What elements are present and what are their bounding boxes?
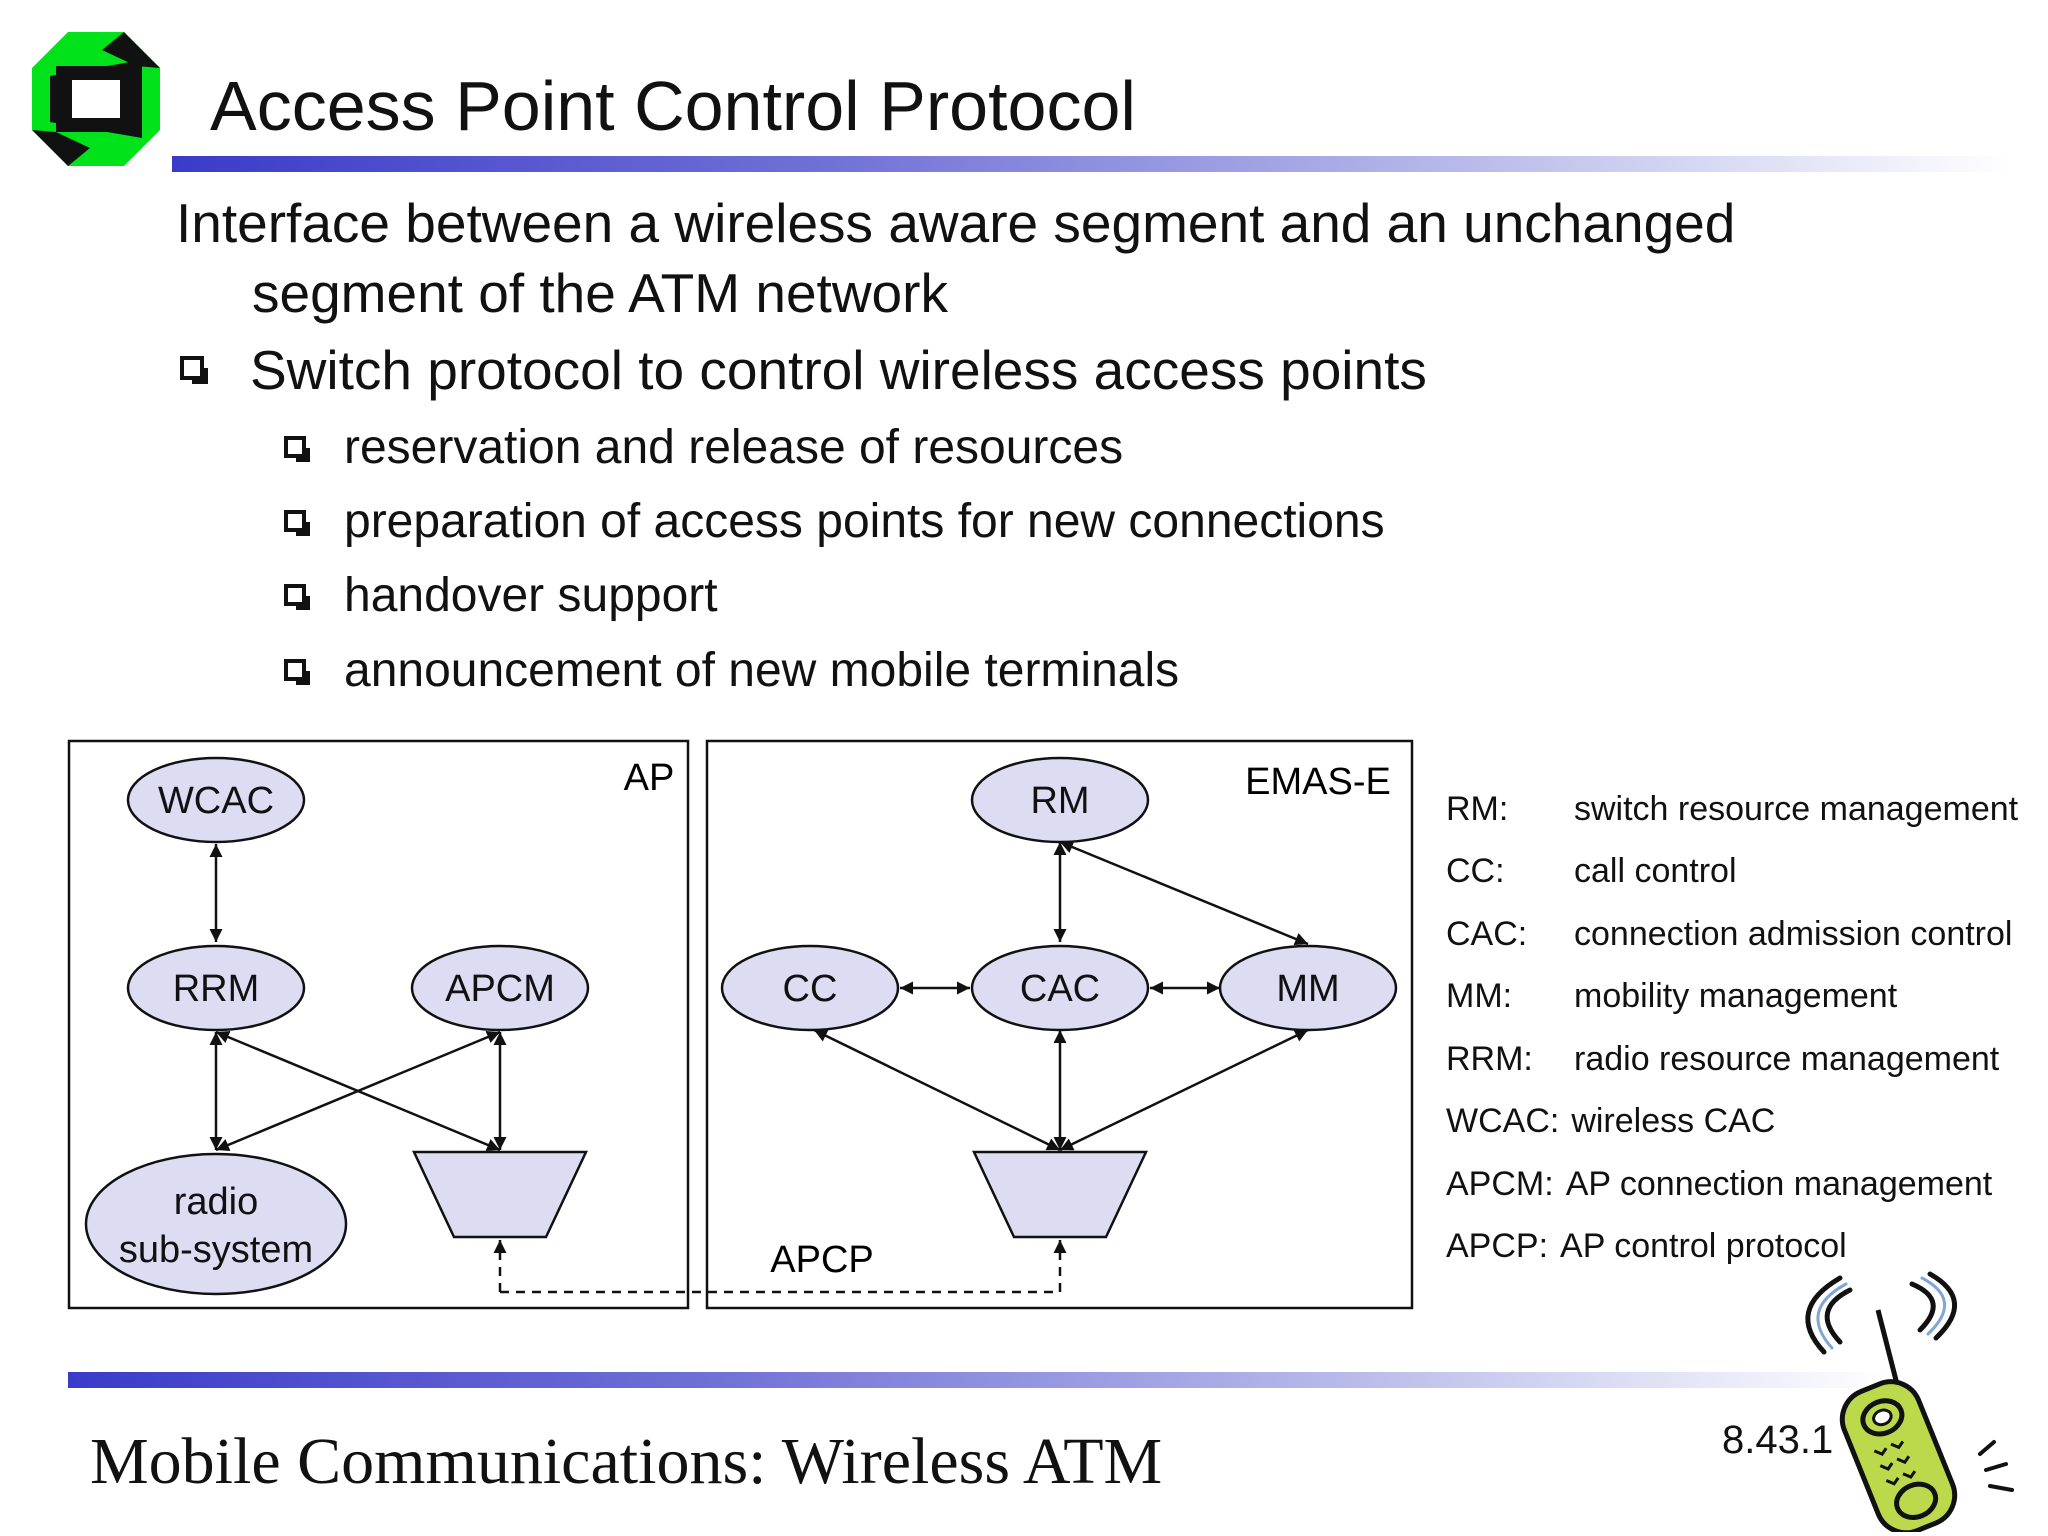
ap-box xyxy=(67,739,690,1310)
main-bullet-text: Switch protocol to control wireless acce… xyxy=(250,339,1427,401)
university-logo-icon xyxy=(32,32,160,166)
sub-system-label: sub-system xyxy=(119,1229,313,1271)
legend-key: WCAC: xyxy=(1446,1102,1560,1141)
title-underline-bar xyxy=(172,156,2012,172)
legend-key: CC: xyxy=(1446,852,1505,891)
legend-value: connection admission control xyxy=(1574,914,2013,953)
legend-row: RRM: radio resource management xyxy=(1446,1028,2018,1091)
intro-line-1: Interface between a wireless aware segme… xyxy=(176,192,1736,254)
legend-value: mobility management xyxy=(1574,977,1898,1016)
legend-value: AP connection management xyxy=(1565,1164,1993,1203)
mm-switch-link xyxy=(1059,1028,1309,1152)
legend-value: radio resource management xyxy=(1574,1039,2000,1078)
legend-row: CC: call control xyxy=(1446,841,2018,904)
cc-node xyxy=(720,944,900,1032)
legend-row: RM: switch resource management xyxy=(1446,778,2018,841)
wcac-node xyxy=(126,756,306,844)
legend-row: APCP: AP control protocol xyxy=(1446,1216,2018,1279)
footer-bar xyxy=(68,1372,1888,1388)
sub-bullet: preparation of access points for new con… xyxy=(284,494,1385,549)
slide-number: 8.43.1 xyxy=(1722,1418,1834,1462)
mm-node xyxy=(1218,944,1398,1032)
emas-e-label: EMAS-E xyxy=(1245,761,1391,803)
radio-subsystem-node xyxy=(84,1152,348,1296)
cc-label: CC xyxy=(783,968,838,1010)
intro-line-2: segment of the ATM network xyxy=(252,262,948,324)
apcm-node xyxy=(410,944,590,1032)
legend-key: APCM: xyxy=(1446,1164,1554,1203)
emas-e-box xyxy=(705,739,1414,1310)
cac-node xyxy=(970,944,1150,1032)
sub-bullet: reservation and release of resources xyxy=(284,420,1123,475)
apcm-label: APCM xyxy=(445,968,555,1010)
apcm-radio-link xyxy=(215,1030,501,1152)
legend-key: MM: xyxy=(1446,977,1513,1016)
bullet-box-icon xyxy=(284,510,310,536)
rm-node xyxy=(970,756,1150,844)
bullet-box-icon xyxy=(284,436,310,462)
sub-bullet-text: announcement of new mobile terminals xyxy=(344,644,1180,697)
sub-bullet-text: reservation and release of resources xyxy=(344,421,1124,474)
legend-value: wireless CAC xyxy=(1571,1102,1776,1141)
sub-bullet: announcement of new mobile terminals xyxy=(284,643,1179,698)
emas-switch-node xyxy=(972,1150,1148,1239)
legend-value: switch resource management xyxy=(1574,789,2019,828)
sub-bullet: handover support xyxy=(284,568,718,623)
legend-key: APCP: xyxy=(1446,1227,1549,1266)
abbreviation-legend: RM: switch resource management CC: call co… xyxy=(1446,778,2018,1278)
bullet-box-icon xyxy=(180,356,208,384)
radio-label: radio xyxy=(174,1181,259,1223)
mm-label: MM xyxy=(1276,968,1339,1010)
ap-switch-node xyxy=(412,1150,588,1239)
slide-title: Access Point Control Protocol xyxy=(210,67,1136,145)
bullet-box-icon xyxy=(284,659,310,685)
legend-row: CAC: connection admission control xyxy=(1446,903,2018,966)
legend-row: MM: mobility management xyxy=(1446,966,2018,1029)
legend-value: call control xyxy=(1574,852,1737,891)
mobile-phone-clipart-icon xyxy=(1805,1271,2014,1532)
ap-label: AP xyxy=(624,757,675,799)
legend-key: RM: xyxy=(1446,789,1509,828)
legend-value: AP control protocol xyxy=(1560,1227,1847,1266)
sub-bullet-text: preparation of access points for new con… xyxy=(344,495,1385,548)
bullet-box-icon xyxy=(284,584,310,610)
main-bullet: Switch protocol to control wireless acce… xyxy=(180,338,1427,402)
rrm-node xyxy=(126,944,306,1032)
rm-label: RM xyxy=(1030,780,1089,822)
legend-key: RRM: xyxy=(1446,1039,1533,1078)
footer-title: Mobile Communications: Wireless ATM xyxy=(90,1425,1163,1498)
rm-mm-link xyxy=(1059,840,1309,946)
rrm-label: RRM xyxy=(173,968,260,1010)
legend-key: CAC: xyxy=(1446,914,1528,953)
sub-bullet-text: handover support xyxy=(344,569,718,622)
wcac-label: WCAC xyxy=(158,780,274,822)
legend-row: APCM: AP connection management xyxy=(1446,1153,2018,1216)
legend-row: WCAC: wireless CAC xyxy=(1446,1091,2018,1154)
cc-switch-link xyxy=(813,1028,1061,1152)
cac-label: CAC xyxy=(1020,968,1100,1010)
intro-paragraph: Interface between a wireless aware segme… xyxy=(176,188,1876,328)
apcp-label: APCP xyxy=(770,1239,873,1281)
